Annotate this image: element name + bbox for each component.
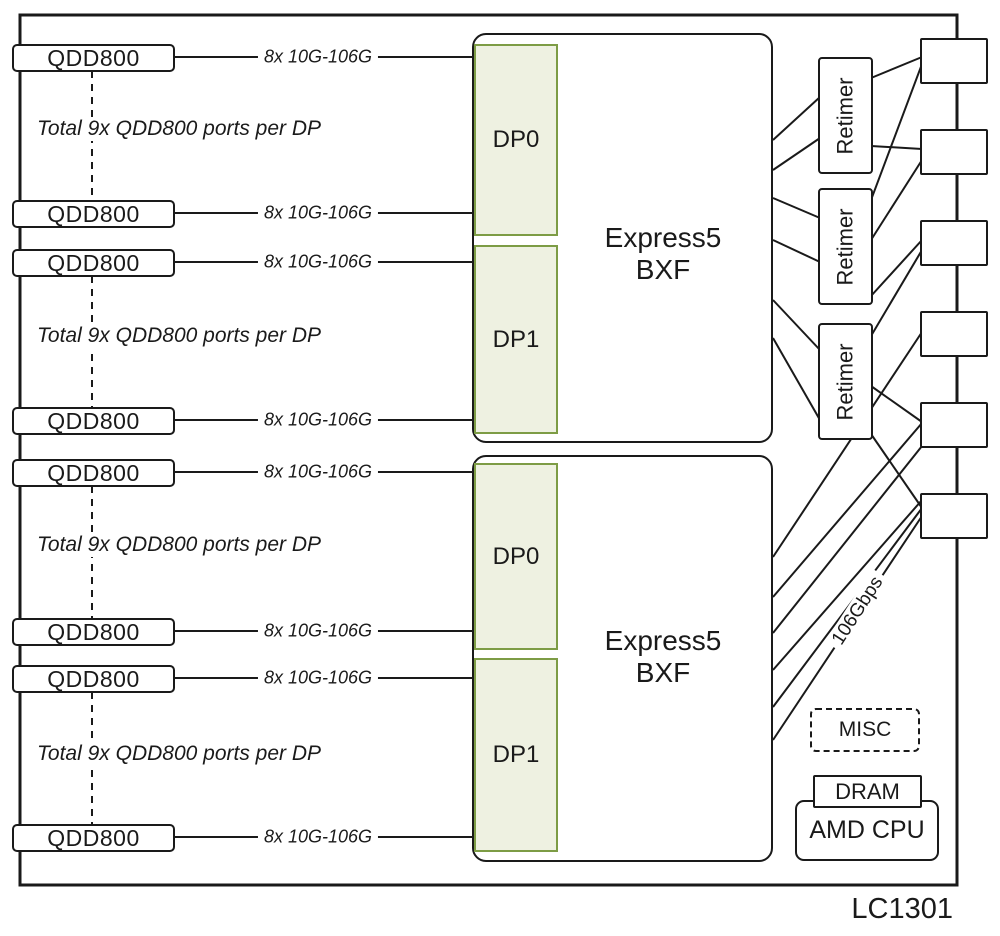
qdd800-port: QDD800 <box>12 824 175 852</box>
connector-block <box>920 402 988 448</box>
qdd800-port: QDD800 <box>12 200 175 228</box>
qdd800-port: QDD800 <box>12 44 175 72</box>
port-link-label: 8x 10G-106G <box>257 461 379 483</box>
misc-block: MISC <box>810 708 920 752</box>
retimer-chip: Retimer <box>818 188 873 305</box>
retimer-connector-links <box>870 56 923 509</box>
bxf1-retimer-links <box>772 96 821 421</box>
port-group-note: Total 9x QDD800 ports per DP <box>33 742 326 766</box>
bxf2-chip-name: Express5 BXF <box>553 625 773 689</box>
connector-block <box>920 220 988 266</box>
port-link-label: 8x 10G-106G <box>257 620 379 642</box>
qdd800-port: QDD800 <box>12 618 175 646</box>
port-link-label: 8x 10G-106G <box>257 202 379 224</box>
bxf1-chip-name: Express5 BXF <box>553 222 773 286</box>
card-outline <box>18 13 959 887</box>
qdd800-port: QDD800 <box>12 665 175 693</box>
bxf-name-line2: BXF <box>635 657 691 689</box>
qdd800-port: QDD800 <box>12 249 175 277</box>
port-link-label: 8x 10G-106G <box>257 409 379 431</box>
connector-block <box>920 493 988 539</box>
retimer-chip: Retimer <box>818 323 873 440</box>
cpu-block: AMD CPU <box>795 800 939 861</box>
port-link-label: 8x 10G-106G <box>257 46 379 68</box>
port-link-label: 8x 10G-106G <box>257 251 379 273</box>
port-group-note: Total 9x QDD800 ports per DP <box>33 324 326 348</box>
bxf-name-line1: Express5 <box>604 625 722 656</box>
retimer-label: Retimer <box>832 76 858 155</box>
bxf-name-line2: BXF <box>635 254 691 286</box>
port-link-label: 8x 10G-106G <box>257 826 379 848</box>
port-group-note: Total 9x QDD800 ports per DP <box>33 533 326 557</box>
retimer-label: Retimer <box>832 207 858 286</box>
bxf1-dp1-block: DP1 <box>474 245 558 434</box>
bxf-name-line1: Express5 <box>604 222 722 253</box>
connector-block <box>920 311 988 357</box>
card-title: LC1301 <box>851 893 953 925</box>
connector-block <box>920 129 988 175</box>
retimer-label: Retimer <box>832 342 858 421</box>
dram-block: DRAM <box>813 775 922 808</box>
bxf2-dp1-block: DP1 <box>474 658 558 852</box>
retimer-chip: Retimer <box>818 57 873 174</box>
port-link-label: 8x 10G-106G <box>257 667 379 689</box>
port-group-note: Total 9x QDD800 ports per DP <box>33 117 326 141</box>
port-links <box>175 56 476 838</box>
bxf1-dp0-block: DP0 <box>474 44 558 236</box>
qdd800-port: QDD800 <box>12 407 175 435</box>
bxf2-dp0-block: DP0 <box>474 463 558 650</box>
connector-block <box>920 38 988 84</box>
qdd800-port: QDD800 <box>12 459 175 487</box>
